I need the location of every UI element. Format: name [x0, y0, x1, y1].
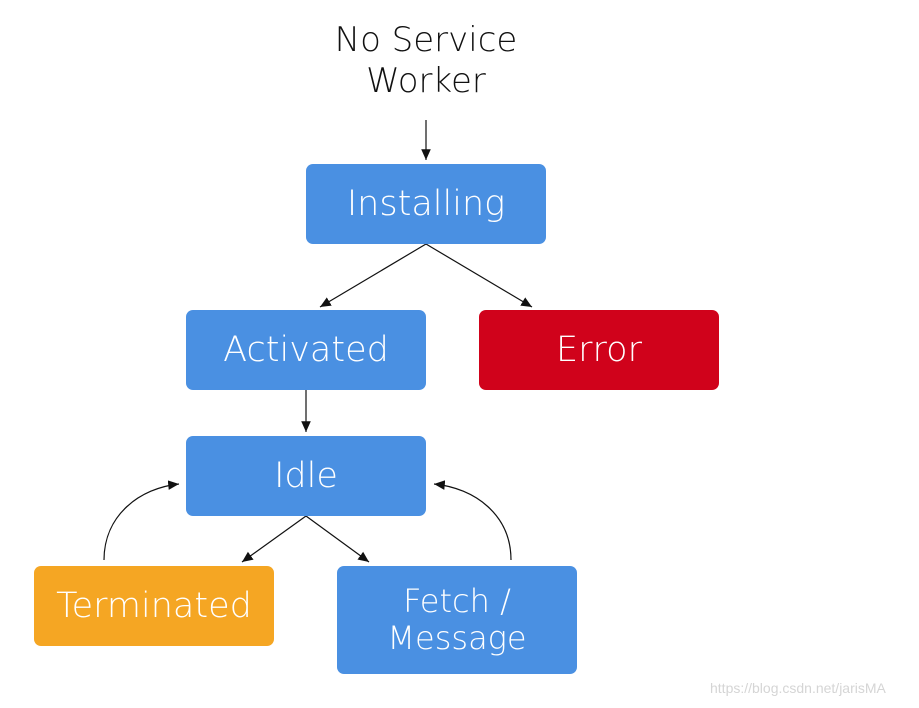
node-terminated: Terminated — [34, 566, 274, 646]
node-installing: Installing — [306, 164, 546, 244]
edge-installing-activated — [319, 243, 427, 308]
node-error: Error — [479, 310, 719, 390]
edge-idle-terminated — [241, 515, 307, 563]
node-idle: Idle — [186, 436, 426, 516]
edge-fetch-idle — [433, 480, 512, 561]
node-activated: Activated — [186, 310, 426, 390]
edge-installing-error — [425, 243, 533, 308]
start-state-label: No Service Worker — [334, 20, 518, 101]
edge-idle-fetch — [305, 515, 370, 563]
node-fetch-message: Fetch / Message — [337, 566, 577, 674]
edge-terminated-idle — [103, 480, 180, 561]
watermark-text: https://blog.csdn.net/jarisMA — [710, 680, 886, 696]
